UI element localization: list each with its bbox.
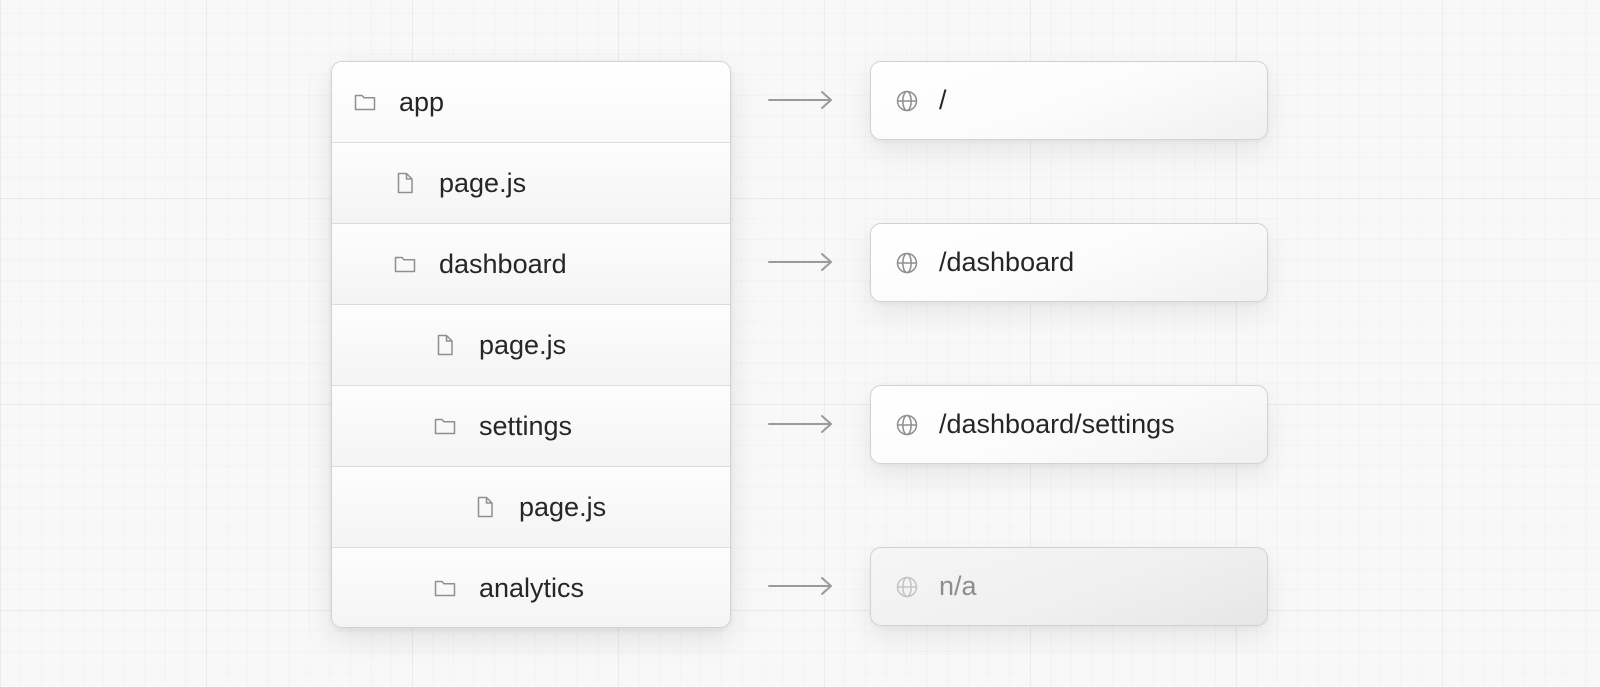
globe-icon [895, 413, 919, 437]
route-label: n/a [939, 571, 977, 601]
arrow-right-icon [768, 91, 832, 109]
tree-row-label: page.js [479, 330, 567, 360]
route-label: /dashboard/settings [939, 409, 1175, 439]
route-label: / [939, 85, 947, 115]
tree-row-analytics[interactable]: analytics [332, 548, 730, 627]
file-icon [433, 333, 457, 357]
arrow-right-icon [768, 577, 832, 595]
globe-icon [895, 251, 919, 275]
route-dashboard-settings[interactable]: /dashboard/settings [870, 385, 1268, 464]
tree-row-label: dashboard [439, 249, 567, 279]
globe-icon [895, 89, 919, 113]
route-not-available: n/a [870, 547, 1268, 626]
tree-row-page-js[interactable]: page.js [332, 467, 730, 548]
route-label: /dashboard [939, 247, 1075, 277]
arrow-right-icon [768, 253, 832, 271]
tree-row-label: app [399, 87, 445, 117]
arrow-right-icon [768, 415, 832, 433]
tree-row-page-js[interactable]: page.js [332, 143, 730, 224]
tree-row-page-js[interactable]: page.js [332, 305, 730, 386]
file-icon [473, 495, 497, 519]
tree-row-dashboard[interactable]: dashboard [332, 224, 730, 305]
tree-row-label: page.js [439, 168, 527, 198]
route-dashboard[interactable]: /dashboard [870, 223, 1268, 302]
tree-row-label: page.js [519, 492, 607, 522]
file-icon [393, 171, 417, 195]
route-root[interactable]: / [870, 61, 1268, 140]
tree-row-label: settings [479, 411, 573, 441]
tree-row-app[interactable]: app [332, 62, 730, 143]
tree-row-label: analytics [479, 573, 585, 603]
folder-icon [393, 252, 417, 276]
folder-icon [353, 90, 377, 114]
globe-icon [895, 575, 919, 599]
folder-icon [433, 576, 457, 600]
file-tree: app page.js dashboard page.js settings p… [331, 61, 731, 628]
tree-row-settings[interactable]: settings [332, 386, 730, 467]
folder-icon [433, 414, 457, 438]
